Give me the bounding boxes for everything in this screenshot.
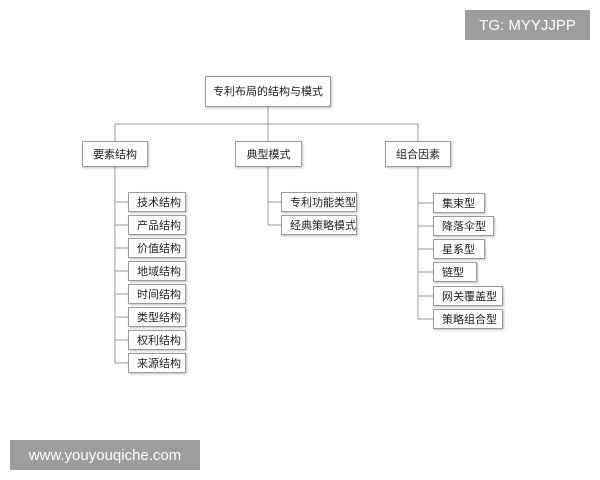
leaf-node: 权利结构 [128, 330, 186, 350]
leaf-node: 集束型 [433, 193, 485, 213]
leaf-node: 价值结构 [128, 238, 186, 258]
branch-node-combination-factors: 组合因素 [385, 141, 451, 167]
leaf-node: 策略组合型 [433, 309, 503, 329]
leaf-node: 地域结构 [128, 261, 186, 281]
leaf-node: 链型 [433, 262, 477, 282]
leaf-node: 来源结构 [128, 353, 186, 373]
root-node: 专利布局的结构与模式 [205, 76, 331, 107]
watermark-bottom-left: www.youyouqiche.com [10, 440, 200, 470]
leaf-node: 经典策略模式 [281, 215, 357, 235]
watermark-top-right: TG: MYYJJPP [465, 10, 590, 40]
branch-node-typical-modes: 典型模式 [235, 141, 302, 167]
leaf-node: 技术结构 [128, 192, 186, 212]
leaf-node: 时间结构 [128, 284, 186, 304]
leaf-node: 类型结构 [128, 307, 186, 327]
leaf-node: 星系型 [433, 239, 485, 259]
leaf-node: 产品结构 [128, 215, 186, 235]
leaf-node: 专利功能类型 [281, 192, 357, 212]
leaf-node: 降落伞型 [433, 216, 494, 236]
leaf-node: 网关覆盖型 [433, 286, 503, 306]
branch-node-elements: 要素结构 [82, 141, 148, 167]
